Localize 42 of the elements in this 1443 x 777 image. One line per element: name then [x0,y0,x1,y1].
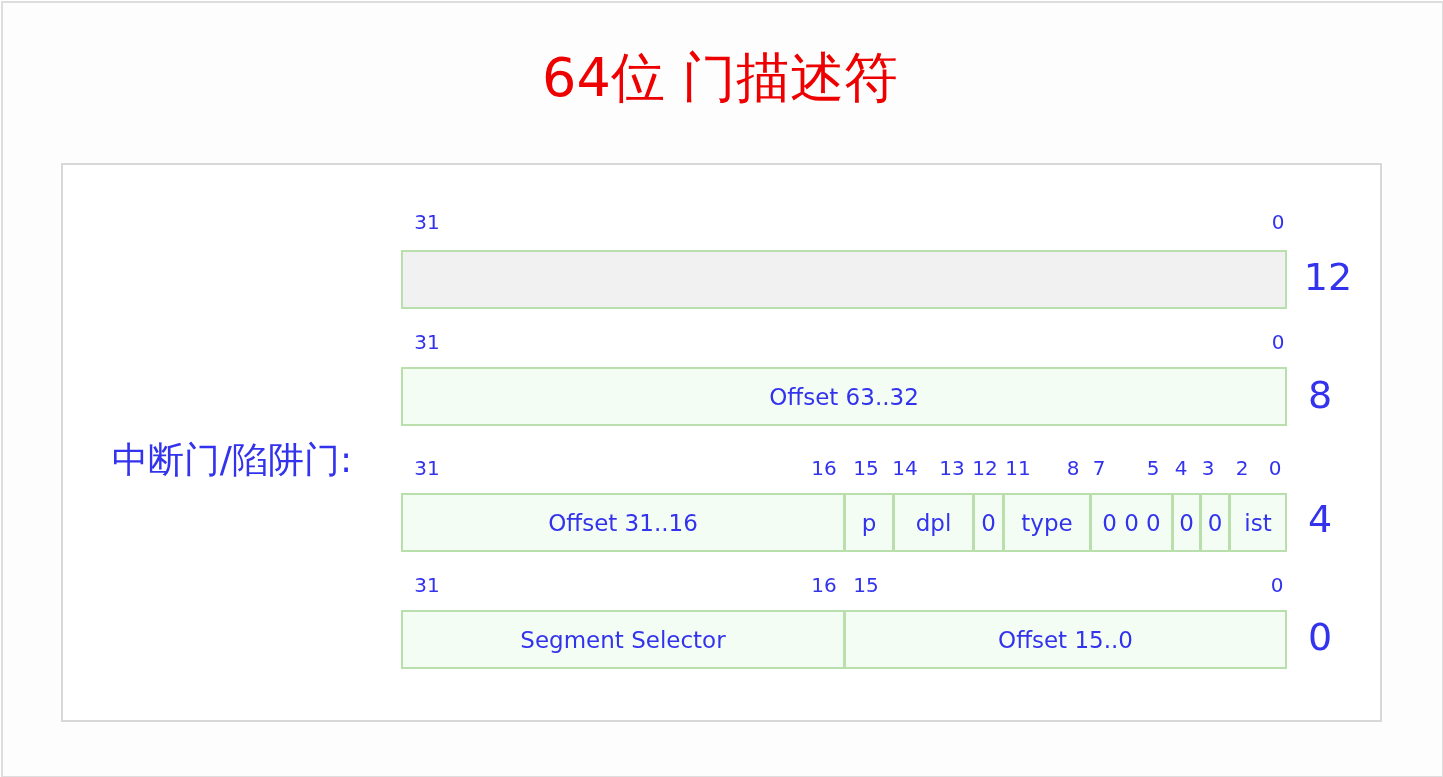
bit-field-cell: dpl [893,493,974,552]
bit-number: 16 [811,458,837,478]
bit-field-cell: 0 [1200,493,1230,552]
bit-number: 31 [414,458,440,478]
bit-number: 13 [939,458,965,478]
bit-number: 3 [1201,458,1215,478]
bit-field-cell: Offset 31..16 [401,493,845,552]
bit-number: 31 [414,212,440,232]
bit-field-cell: ist [1229,493,1287,552]
bit-number: 5 [1146,458,1160,478]
bit-number: 2 [1235,458,1249,478]
bit-number: 4 [1174,458,1188,478]
reserved-cell [401,250,1287,309]
bit-number: 11 [1005,458,1031,478]
byte-offset: 8 [1307,376,1333,414]
bit-field-cell: Offset 15..0 [844,610,1287,669]
bit-number: 0 [1268,458,1282,478]
bit-field-cell: Offset 63..32 [401,367,1287,426]
bit-number: 0 [1271,212,1285,232]
bit-number: 0 [1271,332,1285,352]
bit-number: 7 [1092,458,1106,478]
bit-number: 0 [1270,575,1284,595]
panel-heading: 中断门/陷阱门: [110,438,354,482]
register-panel [61,163,1382,722]
bit-number: 15 [853,458,879,478]
title: 64位 门描述符 [542,51,898,105]
bit-field-cell: 0 [973,493,1004,552]
bit-field-cell: p [844,493,894,552]
bit-number: 12 [972,458,998,478]
bit-number: 14 [892,458,918,478]
byte-offset: 12 [1303,258,1353,296]
bit-field-cell: 0 0 0 [1090,493,1173,552]
byte-offset: 4 [1307,500,1333,538]
bit-field-cell: Segment Selector [401,610,845,669]
bit-number: 8 [1066,458,1080,478]
bit-field-cell: 0 [1172,493,1201,552]
bit-number: 31 [414,332,440,352]
byte-offset: 0 [1307,618,1333,656]
bit-number: 15 [853,575,879,595]
bit-number: 31 [414,575,440,595]
bit-number: 16 [811,575,837,595]
bit-field-cell: type [1003,493,1091,552]
